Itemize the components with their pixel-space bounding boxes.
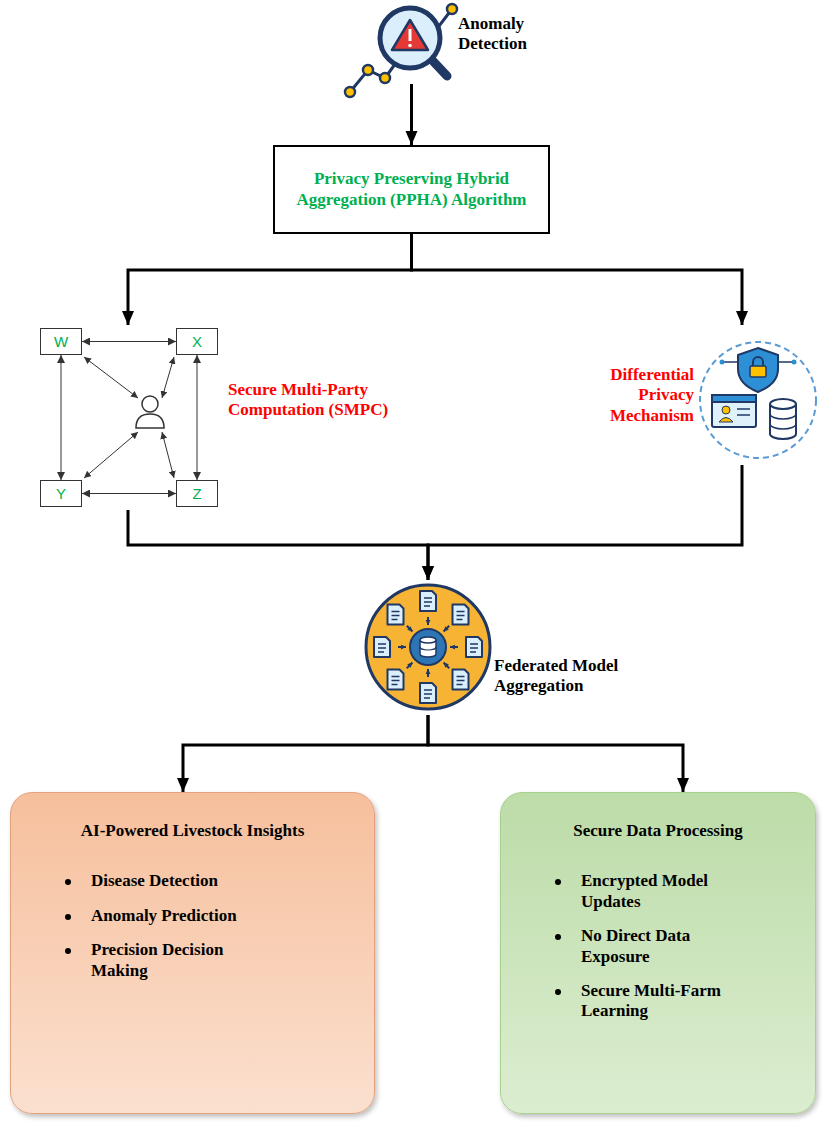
- bullet-item: Encrypted Model Updates: [581, 871, 751, 912]
- processing-panel: Secure Data ProcessingEncrypted Model Up…: [500, 792, 816, 1114]
- group-label: Secure Multi-Party Computation (SMPC): [228, 380, 408, 421]
- aggregation-node: Federated Model Aggregation: [360, 580, 640, 715]
- bullet-item: Disease Detection: [91, 871, 271, 891]
- party-box: Y: [40, 480, 82, 507]
- party-label: X: [192, 333, 202, 351]
- party-label: Y: [56, 485, 66, 503]
- anomaly-node: Anomaly Detection: [340, 0, 555, 84]
- bullet-item: Anomaly Prediction: [91, 906, 271, 926]
- connector-arrow: [61, 355, 62, 480]
- smpc-hub: [84, 357, 174, 478]
- node-label: Anomaly Detection: [458, 14, 548, 55]
- panel-heading: AI-Powered Livestock Insights: [80, 821, 305, 841]
- connector-arrow: [428, 465, 742, 580]
- party-box: X: [176, 328, 218, 355]
- bullet-item: Secure Multi-Farm Learning: [581, 981, 751, 1022]
- connector-arrow: [82, 341, 176, 342]
- privacy-node: Differential Privacy Mechanism: [600, 325, 820, 465]
- aggregation-icon: [366, 585, 490, 709]
- party-label: W: [54, 333, 68, 351]
- node-label: Differential Privacy Mechanism: [600, 365, 694, 426]
- node-label: Federated Model Aggregation: [494, 656, 634, 697]
- connector-arrow: [197, 355, 198, 480]
- insights-panel: AI-Powered Livestock InsightsDisease Det…: [10, 792, 375, 1114]
- party-box: Z: [176, 480, 218, 507]
- party-label: Z: [192, 485, 201, 503]
- connector-arrow: [410, 84, 413, 145]
- process-box: Privacy Preserving Hybrid Aggregation (P…: [273, 145, 550, 234]
- connector-arrow: [183, 715, 428, 792]
- connector-arrow: [128, 510, 428, 580]
- party-box: W: [40, 328, 82, 355]
- privacy-icon: [700, 342, 816, 458]
- connector-arrow: [412, 234, 743, 325]
- bullet-item: No Direct Data Exposure: [581, 926, 751, 967]
- anomaly-icon: [345, 4, 457, 97]
- connector-arrow: [428, 715, 683, 792]
- bullet-item: Precision Decision Making: [91, 940, 271, 981]
- connector-arrow: [128, 234, 412, 325]
- box-label: Privacy Preserving Hybrid Aggregation (P…: [294, 169, 529, 210]
- connector-arrow: [82, 493, 176, 494]
- panel-heading: Secure Data Processing: [546, 821, 771, 841]
- smpc-group: Secure Multi-Party Computation (SMPC) W X Y…: [35, 325, 415, 510]
